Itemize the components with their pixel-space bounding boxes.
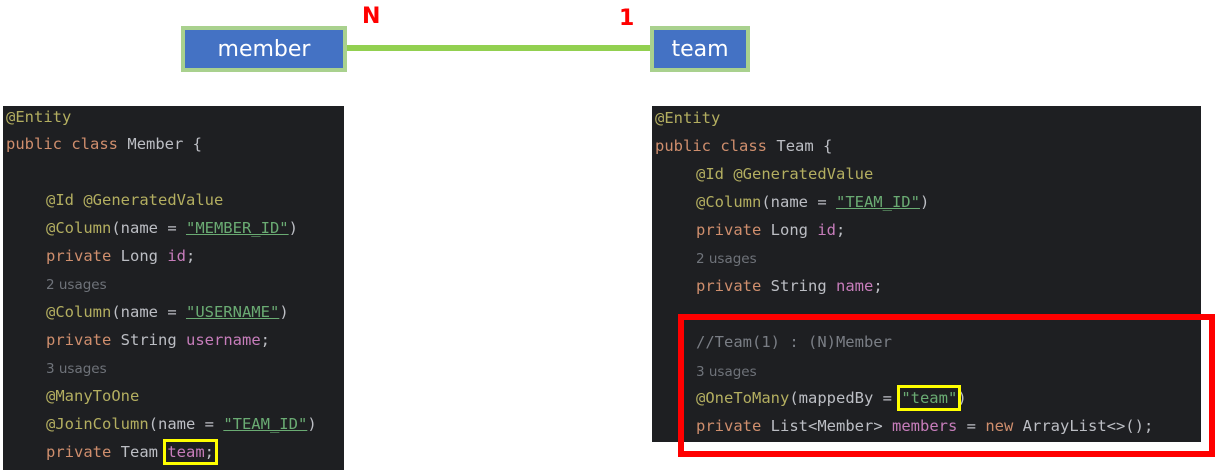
mapped-by-highlight: "team"	[897, 385, 962, 411]
code-line: @Entity	[6, 107, 71, 127]
type-name: Team	[120, 443, 158, 461]
string-literal: "TEAM_ID"	[223, 415, 308, 433]
usage-hint: 3 usages	[696, 364, 757, 380]
code-text: =	[957, 417, 986, 435]
code-line: private List<Member> members = new Array…	[696, 416, 1153, 436]
code-text: (name =	[111, 219, 186, 237]
code-line: @Column(name = "TEAM_ID")	[696, 192, 929, 212]
one-to-many-annotation: @OneToMany	[696, 389, 790, 407]
code-text: (name =	[148, 415, 224, 433]
code-text: ArrayList<>();	[1013, 417, 1154, 435]
code-line: @Id @GeneratedValue	[46, 190, 223, 210]
code-line: @JoinColumn(name = "TEAM_ID")	[46, 414, 317, 434]
type-name: Long	[770, 221, 808, 239]
string-literal: "MEMBER_ID"	[185, 219, 289, 237]
member-cardinality: N	[362, 4, 381, 29]
code-line: public class Member {	[6, 134, 202, 154]
code-line: private Team team;	[46, 439, 218, 465]
code-line: private Long id;	[696, 220, 845, 240]
code-line: @Column(name = "USERNAME")	[46, 302, 289, 322]
keyword: public	[6, 135, 62, 153]
usage-hint: 2 usages	[696, 251, 757, 267]
type-name: String	[770, 277, 827, 295]
keyword: class	[720, 137, 768, 155]
usage-hint: 3 usages	[46, 361, 107, 377]
field-name: members	[892, 417, 958, 435]
code-text: )	[279, 303, 289, 321]
keyword: class	[71, 135, 119, 153]
field-name: username	[186, 331, 261, 349]
code-line: private String username;	[46, 330, 270, 350]
team-field-highlight: team;	[163, 439, 218, 465]
keyword: private	[696, 417, 762, 435]
keyword: private	[696, 277, 762, 295]
code-line: private Long id;	[46, 246, 195, 266]
id-annotation: @Id	[46, 191, 74, 209]
class-name: Member {	[127, 135, 203, 153]
member-code-panel: @Entity public class Member { @Id @Gener…	[3, 106, 344, 470]
entity-annotation: @Entity	[655, 109, 721, 127]
keyword: private	[696, 221, 762, 239]
type-name: String	[120, 331, 177, 349]
code-line: @Id @GeneratedValue	[696, 164, 873, 184]
type-name: List<Member>	[770, 417, 883, 435]
code-line: @ManyToOne	[46, 386, 139, 406]
join-column-annotation: @JoinColumn	[46, 415, 149, 433]
member-entity-box: member	[181, 26, 347, 72]
code-text: (name =	[111, 303, 186, 321]
keyword: public	[655, 137, 711, 155]
usage-hint: 2 usages	[46, 277, 107, 293]
field-name: id	[167, 247, 187, 265]
code-comment: //Team(1) : (N)Member	[696, 333, 892, 351]
code-text: )	[288, 219, 298, 237]
type-name: Long	[120, 247, 158, 265]
string-literal: "USERNAME"	[185, 303, 280, 321]
code-text: )	[307, 415, 317, 433]
column-annotation: @Column	[46, 303, 112, 321]
code-line: @Column(name = "MEMBER_ID")	[46, 218, 298, 238]
field-name: id	[817, 221, 837, 239]
code-line: public class Team {	[655, 136, 832, 156]
field-name: name	[836, 277, 874, 295]
code-text: )	[919, 193, 930, 211]
team-cardinality: 1	[619, 6, 635, 31]
id-annotation: @Id	[696, 165, 724, 183]
member-entity-label: member	[217, 36, 311, 62]
code-text: ;	[204, 443, 215, 461]
team-entity-box: team	[650, 26, 750, 72]
generated-value-annotation: @GeneratedValue	[83, 191, 224, 209]
column-annotation: @Column	[696, 193, 762, 211]
keyword: new	[985, 417, 1014, 435]
code-text: ;	[260, 331, 271, 349]
entity-annotation: @Entity	[6, 108, 72, 126]
team-code-panel: @Entity public class Team { @Id @Generat…	[652, 106, 1201, 442]
string-literal: "TEAM_ID"	[835, 193, 920, 211]
code-text: ;	[836, 221, 846, 239]
keyword: private	[46, 331, 112, 349]
code-text: (name =	[761, 193, 836, 211]
code-text: ;	[186, 247, 196, 265]
keyword: private	[46, 443, 112, 461]
class-name: Team {	[776, 137, 833, 155]
generated-value-annotation: @GeneratedValue	[733, 165, 874, 183]
code-line: @Entity	[655, 108, 720, 128]
field-name: team	[167, 443, 205, 461]
one-to-many-highlight-box	[678, 314, 1215, 457]
code-text: ;	[873, 277, 883, 295]
keyword: private	[46, 247, 112, 265]
code-line: @OneToMany(mappedBy = "team")	[696, 385, 967, 411]
relationship-line	[347, 45, 650, 51]
column-annotation: @Column	[46, 219, 112, 237]
code-text: )	[957, 389, 967, 407]
code-line: private String name;	[696, 276, 883, 296]
code-text: (mappedBy =	[789, 389, 902, 407]
team-entity-label: team	[671, 36, 729, 62]
many-to-one-annotation: @ManyToOne	[46, 387, 140, 405]
